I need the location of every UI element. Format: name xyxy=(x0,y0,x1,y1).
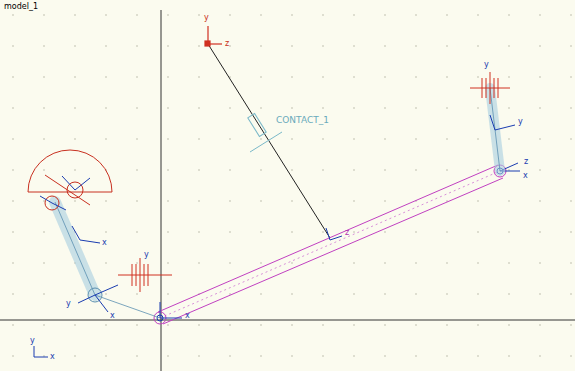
axis-letter: y xyxy=(66,300,71,308)
axis-letter: z xyxy=(524,158,528,166)
axis-letter: x xyxy=(523,172,528,180)
global-triad xyxy=(34,346,48,357)
axis-line xyxy=(161,10,162,371)
origin-marker xyxy=(205,26,222,46)
axis-letter: y xyxy=(484,61,489,69)
axis-letter: x xyxy=(50,353,55,361)
marker-triad xyxy=(40,176,118,312)
axis-letter: z xyxy=(345,229,349,237)
fixed-joint-marker xyxy=(118,258,172,292)
axis-letter: y xyxy=(518,118,523,126)
model-title: model_1 xyxy=(4,3,38,11)
axis-letter: y xyxy=(30,337,35,345)
axis-letter: x xyxy=(110,312,115,320)
right-link xyxy=(490,88,515,171)
contact-line xyxy=(208,44,330,238)
fixed-joint-marker xyxy=(470,72,510,104)
rod-body xyxy=(154,165,506,324)
axis-letter: x xyxy=(185,312,190,320)
axis-letter: y xyxy=(144,251,149,259)
axis-letter: y xyxy=(204,14,209,22)
crank-link xyxy=(55,202,160,318)
contact-label: CONTACT_1 xyxy=(276,116,329,125)
marker-triad xyxy=(157,163,520,321)
axis-letter: x xyxy=(102,239,107,247)
axis-line xyxy=(0,320,575,321)
cam-semicircle xyxy=(28,150,112,210)
axis-letter: z xyxy=(225,40,229,48)
